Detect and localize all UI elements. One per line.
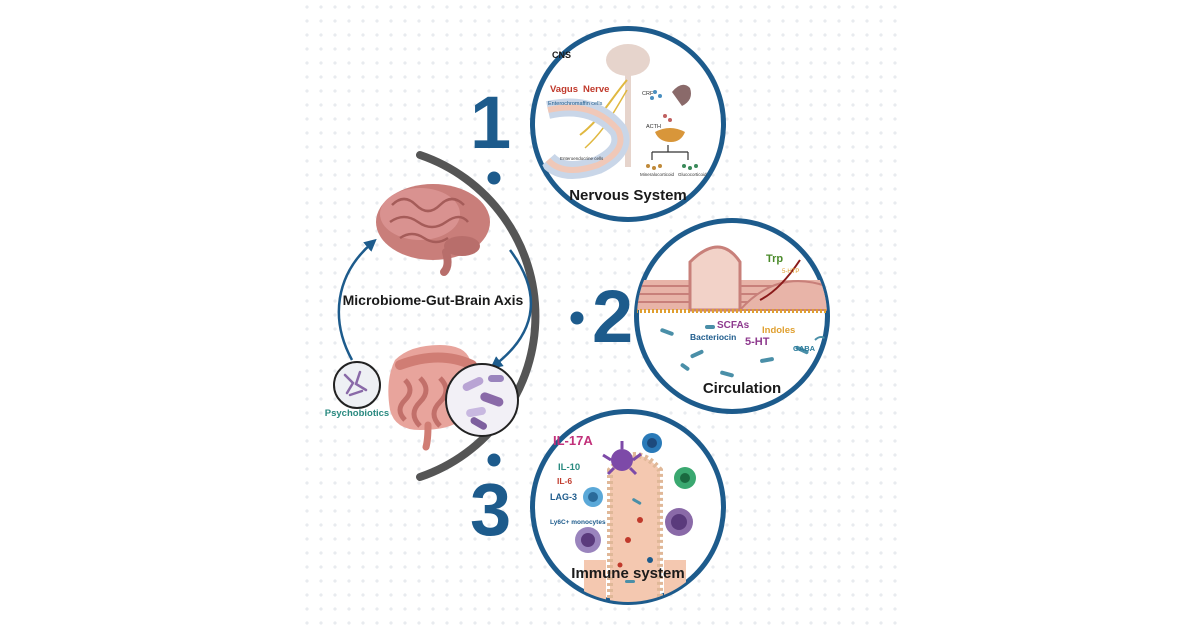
- label-enterochromaffin: Enterochromaffin cells: [548, 101, 603, 107]
- main-arc: [416, 151, 587, 481]
- label-il10: IL-10: [558, 462, 580, 473]
- microbes-circle: [445, 363, 519, 437]
- panel-nervous-system: 1 CNS Vagus Nerve Enterochromaffin cells: [470, 26, 726, 222]
- label-acth: ACTH: [646, 124, 661, 130]
- label-crf: CRF: [642, 91, 654, 97]
- arc-node-1: [484, 168, 504, 188]
- center-title: Microbiome-Gut-Brain Axis: [343, 292, 524, 308]
- panel-circulation: 2 Trp 5-HTP: [592, 218, 830, 414]
- brain-icon: [376, 184, 490, 276]
- label-enteroendocrine: Enteroendocrine cells: [560, 156, 604, 161]
- label-indoles: Indoles: [762, 325, 795, 336]
- label-cns: CNS: [552, 50, 571, 60]
- label-gaba: GABA: [793, 344, 816, 353]
- label-il6: IL-6: [557, 476, 572, 486]
- panel-3-title: Immune system: [571, 565, 684, 582]
- arc-node-2: [567, 308, 587, 328]
- cycle-arrow-right: [490, 249, 533, 369]
- psychobiotics-circle: [333, 361, 381, 409]
- label-vagus: Vagus: [550, 84, 578, 95]
- label-lag3: LAG-3: [550, 492, 577, 502]
- label-glucocorticoid: Glucocorticoid: [678, 172, 707, 177]
- panel-3-number: 3: [470, 468, 511, 551]
- label-il17a: IL-17A: [553, 433, 593, 448]
- label-5htp: 5-HTP: [782, 269, 799, 275]
- cycle-arrow-left: [337, 238, 377, 361]
- label-ly6c: Ly6C+ monocytes: [550, 519, 606, 526]
- panel-2-title: Circulation: [703, 380, 781, 397]
- label-mineralocorticoid: Mineralocorticoid: [640, 172, 675, 177]
- panel-1-number: 1: [470, 81, 511, 164]
- label-nerve: Nerve: [583, 84, 609, 95]
- panel-immune-system: 3 IL-17A IL-10: [470, 409, 726, 605]
- arc-node-3: [484, 450, 504, 470]
- label-bacteriocin: Bacteriocin: [690, 332, 736, 342]
- label-5ht: 5-HT: [745, 336, 770, 348]
- label-scfas: SCFAs: [717, 320, 750, 331]
- psychobiotics-label: Psychobiotics: [325, 408, 389, 419]
- panel-2-number: 2: [592, 275, 633, 358]
- panel-1-title: Nervous System: [569, 187, 687, 204]
- label-trp: Trp: [766, 253, 783, 265]
- center-cycle: Microbiome-Gut-Brain Axis Psychobiotics: [325, 184, 533, 451]
